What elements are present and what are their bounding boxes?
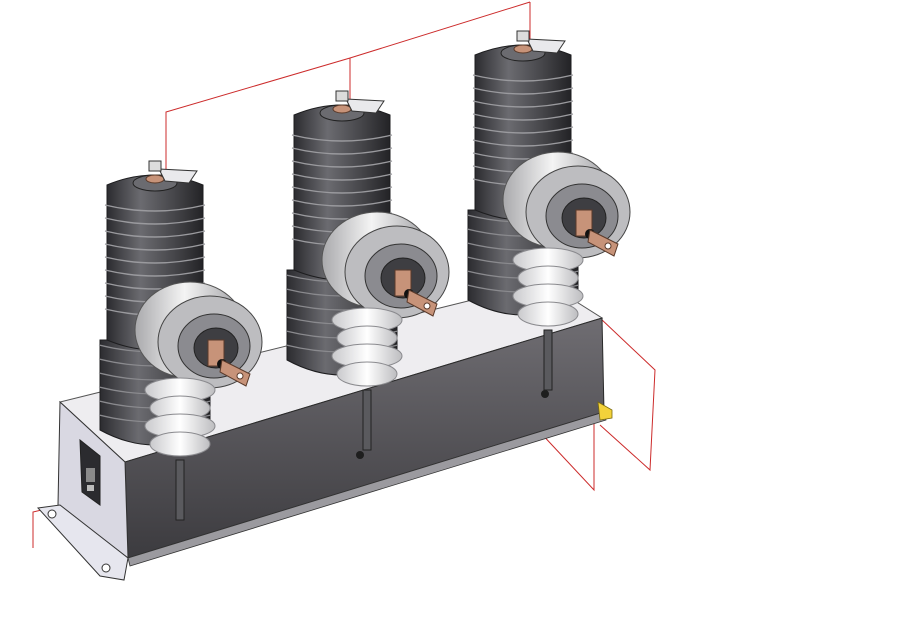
upper-shed-3 xyxy=(472,100,574,108)
construction-lines xyxy=(32,1,656,548)
outlet-lug-hole xyxy=(236,372,244,380)
outlet-lug-hole xyxy=(604,242,612,250)
operating-rod xyxy=(362,389,372,451)
operating-rod xyxy=(175,459,185,521)
top-nut xyxy=(148,160,162,172)
upper-shed-6 xyxy=(472,139,574,147)
pole-1 xyxy=(98,160,263,521)
top-terminal-pad xyxy=(345,98,385,114)
bushing-shed-4 xyxy=(336,361,398,387)
upper-shed-2 xyxy=(104,217,206,225)
top-nut xyxy=(335,90,349,102)
housing-bolt-2 xyxy=(356,451,364,459)
outlet-lug xyxy=(406,289,438,317)
top-terminal-stud xyxy=(332,104,352,114)
mounting-foot-left xyxy=(36,504,129,581)
upper-shed-4 xyxy=(472,113,574,121)
mounting-bracket-right xyxy=(597,401,613,421)
upper-shed-6 xyxy=(291,199,393,207)
upper-shed-2 xyxy=(472,87,574,95)
construction-line-right-b xyxy=(599,317,656,472)
end-plate-window xyxy=(79,438,101,506)
upper-shed-2 xyxy=(291,147,393,155)
upper-shed-1 xyxy=(104,204,206,212)
upper-shed-3 xyxy=(291,160,393,168)
top-terminal-stud xyxy=(513,44,533,54)
top-nut xyxy=(516,30,530,42)
mount-hole-left-2 xyxy=(101,563,111,573)
top-terminal-pad xyxy=(526,38,566,54)
top-terminal-stud xyxy=(145,174,165,184)
upper-shed-5 xyxy=(291,186,393,194)
housing-bottom-flange xyxy=(127,411,607,567)
outlet-lug xyxy=(587,229,619,257)
upper-shed-4 xyxy=(104,243,206,251)
upper-shed-5 xyxy=(104,256,206,264)
upper-shed-4 xyxy=(291,173,393,181)
poles-group xyxy=(98,30,631,521)
upper-shed-6 xyxy=(104,269,206,277)
top-terminal-pad xyxy=(158,168,198,184)
operating-rod xyxy=(543,329,553,391)
upper-shed-3 xyxy=(104,230,206,238)
pole-3 xyxy=(466,30,631,391)
housing-bolt-3 xyxy=(541,390,549,398)
bushing-shed-4 xyxy=(517,301,579,327)
upper-shed-1 xyxy=(472,74,574,82)
bushing-shed-4 xyxy=(149,431,211,457)
construction-line-top xyxy=(165,1,531,172)
outlet-lug xyxy=(219,359,251,387)
upper-shed-5 xyxy=(472,126,574,134)
mount-hole-left xyxy=(47,509,57,519)
outlet-lug-hole xyxy=(423,302,431,310)
upper-shed-1 xyxy=(291,134,393,142)
pole-2 xyxy=(285,90,450,451)
